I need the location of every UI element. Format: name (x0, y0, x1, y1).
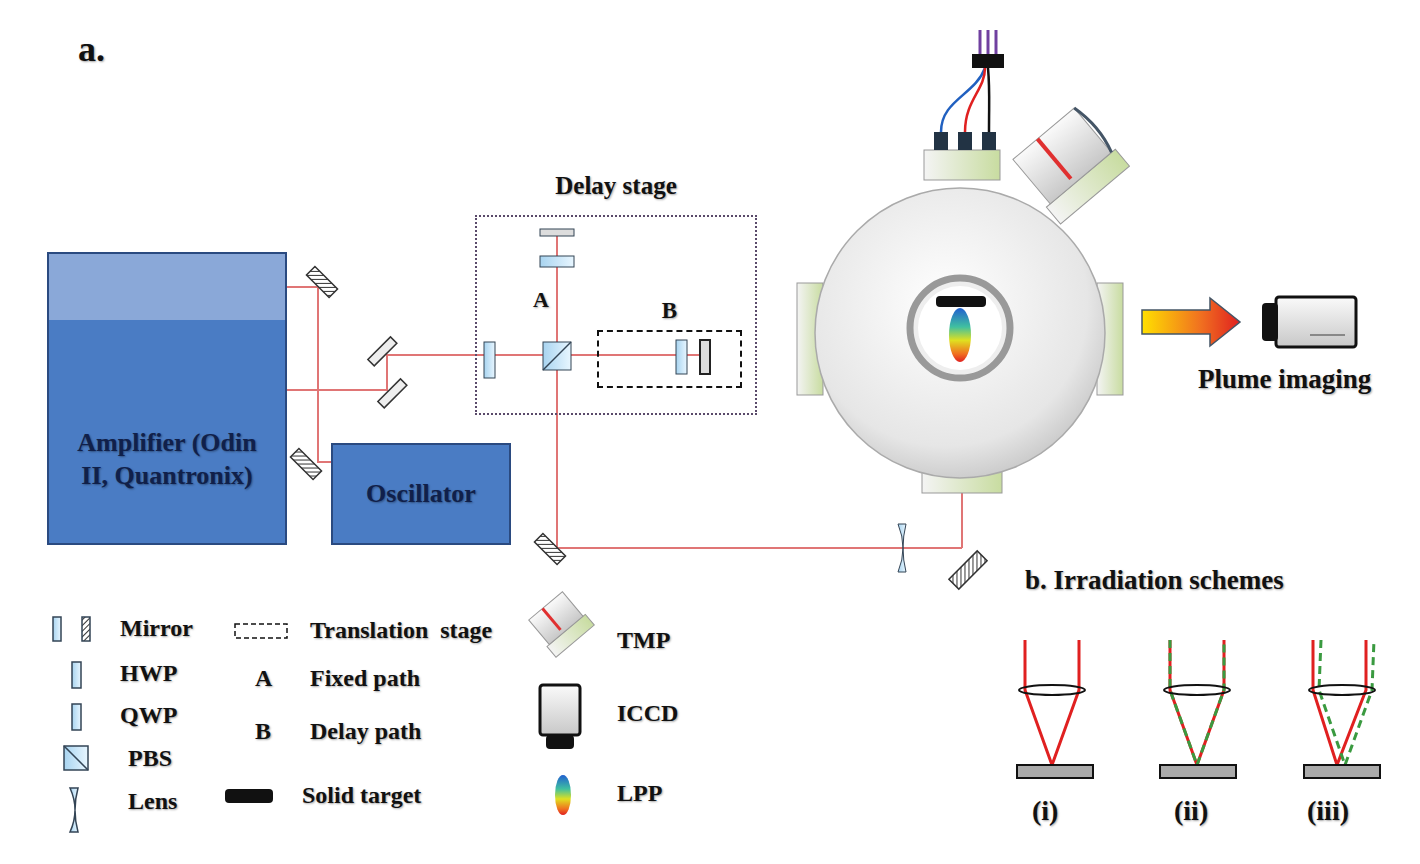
legend-text: Solid target (302, 782, 421, 809)
legend-text: HWP (120, 660, 177, 687)
node-label: Delay stage (475, 172, 757, 200)
laser-beam (287, 355, 475, 390)
dotted-outline (475, 215, 757, 415)
legend-text: Delay path (310, 718, 421, 745)
text-label: A (255, 665, 272, 692)
node-label: Amplifier (Odin II, Quantronix) (77, 426, 257, 492)
text-label: Plume imaging (1198, 364, 1371, 395)
legend-text: Fixed path (310, 665, 420, 692)
legend-text: Translation stage (310, 617, 492, 644)
translation-stage: B (597, 298, 742, 388)
text-label: a. (78, 28, 105, 70)
node-label: B (597, 298, 742, 324)
text-label: b. Irradiation schemes (1025, 565, 1284, 596)
text-label: (ii) (1174, 795, 1208, 827)
legend-text: TMP (617, 627, 670, 654)
oscillator-box: Oscillator (331, 443, 511, 545)
node-label: Oscillator (366, 479, 476, 509)
legend-text: QWP (120, 702, 177, 729)
amplifier-box: Amplifier (Odin II, Quantronix) (47, 252, 287, 545)
delay-stage-group: Delay stageB (475, 172, 757, 415)
laser-beam (287, 287, 331, 462)
legend-text: PBS (128, 745, 172, 772)
text-label: B (255, 718, 271, 745)
legend-text: LPP (617, 780, 662, 807)
legend-text: Lens (128, 788, 177, 815)
text-label: A (533, 287, 549, 313)
dashed-outline (597, 330, 742, 388)
legend-text: Mirror (120, 615, 193, 642)
legend-text: ICCD (617, 700, 678, 727)
text-label: (iii) (1307, 795, 1349, 827)
text-label: (i) (1032, 795, 1058, 827)
